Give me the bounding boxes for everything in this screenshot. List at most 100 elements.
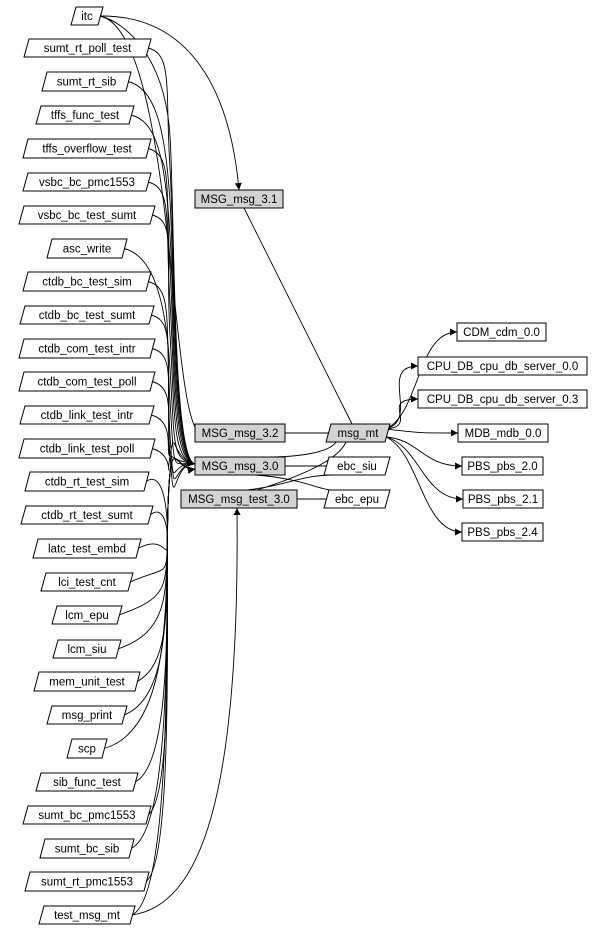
node-label: tffs_overflow_test bbox=[42, 144, 132, 156]
node-vsbc_bc_test_sumt[interactable]: vsbc_bc_test_sumt bbox=[18, 205, 156, 225]
node-sumt_bc_sib[interactable]: sumt_bc_sib bbox=[39, 838, 135, 859]
parallelogram-shape bbox=[41, 71, 132, 92]
edge-test_msg_mt-to-MSG_msg_test_3_0 bbox=[131, 507, 241, 916]
parallelogram-shape bbox=[323, 456, 391, 476]
edge-vsbc_bc_test_sumt-to-MSG_msg_3_0 bbox=[151, 214, 196, 467]
node-msg_msg_3_2[interactable]: MSG_msg_3.2 bbox=[194, 423, 286, 443]
node-label: sumt_bc_pmc1553 bbox=[38, 810, 135, 822]
node-vsbc_bc_pmc1553[interactable]: vsbc_bc_pmc1553 bbox=[22, 172, 152, 192]
parallelogram-shape bbox=[52, 639, 122, 659]
node-lcm_siu[interactable]: lcm_siu bbox=[52, 639, 122, 659]
node-label: ctdb_link_test_poll bbox=[40, 444, 135, 456]
node-msg_mt[interactable]: msg_mt bbox=[325, 423, 391, 443]
node-label: msg_mt bbox=[338, 428, 380, 440]
parallelogram-shape bbox=[51, 605, 123, 625]
node-ctdb_bc_test_sumt[interactable]: ctdb_bc_test_sumt bbox=[19, 305, 155, 325]
box-shape bbox=[194, 423, 286, 443]
node-pbs_pbs_2_4[interactable]: PBS_pbs_2.4 bbox=[461, 522, 544, 542]
node-cpu_db_cpu_db_server_0_3[interactable]: CPU_DB_cpu_db_server_0.3 bbox=[417, 389, 588, 409]
parallelogram-shape bbox=[18, 371, 156, 392]
parallelogram-shape bbox=[22, 805, 152, 825]
box-shape bbox=[180, 489, 298, 509]
node-scp[interactable]: scp bbox=[66, 738, 108, 759]
edge-msg_mt-to-CDM_cdm_0_0 bbox=[385, 328, 458, 430]
node-ctdb_link_test_poll[interactable]: ctdb_link_test_poll bbox=[18, 438, 156, 459]
node-label: MSG_msg_3.0 bbox=[202, 461, 279, 473]
parallelogram-shape bbox=[19, 405, 155, 425]
parallelogram-shape bbox=[22, 271, 152, 292]
parallelogram-shape bbox=[35, 772, 139, 792]
node-sumt_bc_pmc1553[interactable]: sumt_bc_pmc1553 bbox=[22, 805, 152, 825]
node-cpu_db_cpu_db_server_0_0[interactable]: CPU_DB_cpu_db_server_0.0 bbox=[417, 356, 588, 376]
parallelogram-shape bbox=[33, 671, 141, 692]
box-shape bbox=[461, 522, 544, 542]
edge-msg_mt-to-PBS_pbs_2_4 bbox=[385, 436, 463, 536]
parallelogram-shape bbox=[18, 205, 156, 225]
parallelogram-shape bbox=[35, 105, 135, 125]
node-latc_test_embd[interactable]: latc_test_embd bbox=[32, 538, 142, 559]
edge-sumt_rt_pmc1553-to-MSG_msg_3_0 bbox=[145, 458, 196, 882]
node-label: test_msg_mt bbox=[54, 910, 121, 922]
node-label: ctdb_rt_test_sumt bbox=[41, 510, 133, 522]
node-ctdb_bc_test_sim[interactable]: ctdb_bc_test_sim bbox=[22, 271, 152, 292]
box-shape bbox=[417, 356, 588, 376]
edge-msg_mt-to-CPU_DB_cpu_db_server_0_0 bbox=[385, 362, 419, 430]
node-ctdb_com_test_intr[interactable]: ctdb_com_test_intr bbox=[18, 338, 156, 359]
node-label: sib_func_test bbox=[53, 777, 122, 789]
node-label: msg_print bbox=[62, 710, 113, 722]
node-msg_print[interactable]: msg_print bbox=[46, 705, 128, 725]
node-label: lci_test_cnt bbox=[58, 577, 116, 589]
edge-msg_mt-to-MDB_mdb_0_0 bbox=[385, 428, 459, 437]
node-sumt_rt_pmc1553[interactable]: sumt_rt_pmc1553 bbox=[24, 871, 150, 892]
parallelogram-shape bbox=[32, 538, 142, 559]
box-shape bbox=[194, 456, 286, 476]
node-label: mem_unit_test bbox=[49, 677, 125, 689]
node-sumt_rt_sib[interactable]: sumt_rt_sib bbox=[41, 71, 132, 92]
parallelogram-shape bbox=[18, 438, 156, 459]
node-sumt_rt_poll_test[interactable]: sumt_rt_poll_test bbox=[23, 38, 152, 58]
edge-MSG_msg_3_1-to-msg_mt bbox=[243, 207, 353, 425]
node-lci_test_cnt[interactable]: lci_test_cnt bbox=[40, 572, 134, 592]
parallelogram-shape bbox=[38, 905, 136, 925]
edge-msg_mt-to-PBS_pbs_2_0 bbox=[385, 436, 463, 470]
parallelogram-shape bbox=[23, 38, 152, 58]
node-label: ebc_siu bbox=[337, 461, 377, 473]
node-label: sumt_rt_poll_test bbox=[44, 43, 132, 55]
node-lcm_epu[interactable]: lcm_epu bbox=[51, 605, 123, 625]
node-mem_unit_test[interactable]: mem_unit_test bbox=[33, 671, 141, 692]
node-mdb_mdb_0_0[interactable]: MDB_mdb_0.0 bbox=[457, 423, 549, 443]
node-ctdb_rt_test_sim[interactable]: ctdb_rt_test_sim bbox=[24, 471, 150, 492]
node-label: PBS_pbs_2.0 bbox=[467, 461, 537, 473]
edge-tffs_func_test-to-MSG_msg_3_0 bbox=[130, 114, 196, 467]
node-msg_msg_test_3_0[interactable]: MSG_msg_test_3.0 bbox=[180, 489, 298, 509]
node-asc_write[interactable]: asc_write bbox=[46, 238, 128, 259]
node-ctdb_link_test_intr[interactable]: ctdb_link_test_intr bbox=[19, 405, 155, 425]
node-ctdb_rt_test_sumt[interactable]: ctdb_rt_test_sumt bbox=[20, 505, 154, 525]
parallelogram-shape bbox=[46, 238, 128, 259]
edge-tffs_overflow_test-to-MSG_msg_3_0 bbox=[147, 148, 196, 467]
edge-sumt_rt_poll_test-to-MSG_msg_3_0 bbox=[147, 47, 196, 467]
node-label: ebc_epu bbox=[335, 494, 379, 506]
box-shape bbox=[456, 322, 547, 342]
node-ebc_epu[interactable]: ebc_epu bbox=[323, 489, 391, 509]
parallelogram-shape bbox=[22, 138, 152, 159]
parallelogram-shape bbox=[22, 172, 152, 192]
node-label: sumt_rt_sib bbox=[57, 77, 116, 89]
node-msg_msg_3_1[interactable]: MSG_msg_3.1 bbox=[194, 189, 284, 209]
node-tffs_overflow_test[interactable]: tffs_overflow_test bbox=[22, 138, 152, 159]
node-test_msg_mt[interactable]: test_msg_mt bbox=[38, 905, 136, 925]
node-tffs_func_test[interactable]: tffs_func_test bbox=[35, 105, 135, 125]
node-pbs_pbs_2_1[interactable]: PBS_pbs_2.1 bbox=[462, 489, 544, 509]
node-ebc_siu[interactable]: ebc_siu bbox=[323, 456, 391, 476]
parallelogram-shape bbox=[325, 423, 391, 443]
edge-MSG_msg_test_3_0-to-msg_mt bbox=[256, 441, 347, 491]
node-label: sumt_bc_sib bbox=[55, 844, 120, 856]
parallelogram-shape bbox=[70, 6, 104, 26]
node-label: ctdb_bc_test_sim bbox=[42, 277, 132, 289]
node-sib_func_test[interactable]: sib_func_test bbox=[35, 772, 139, 792]
node-pbs_pbs_2_0[interactable]: PBS_pbs_2.0 bbox=[461, 456, 544, 476]
node-itc[interactable]: itc bbox=[70, 6, 104, 26]
node-ctdb_com_test_poll[interactable]: ctdb_com_test_poll bbox=[18, 371, 156, 392]
node-msg_msg_3_0[interactable]: MSG_msg_3.0 bbox=[194, 456, 286, 476]
node-cdm_cdm_0_0[interactable]: CDM_cdm_0.0 bbox=[456, 322, 547, 342]
